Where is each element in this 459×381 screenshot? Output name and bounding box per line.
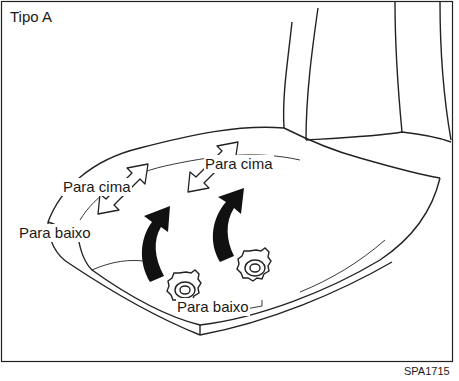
direction-label: Para cima — [62, 178, 132, 196]
figure-code: SPA1715 — [403, 365, 451, 378]
rotation-arrows — [142, 188, 244, 282]
type-label: Tipo A — [9, 8, 53, 26]
direction-label: Para baixo — [176, 298, 250, 316]
seat — [48, 2, 451, 335]
direction-label: Para cima — [204, 155, 274, 173]
direction-label: Para baixo — [18, 224, 92, 242]
frame — [2, 2, 453, 362]
